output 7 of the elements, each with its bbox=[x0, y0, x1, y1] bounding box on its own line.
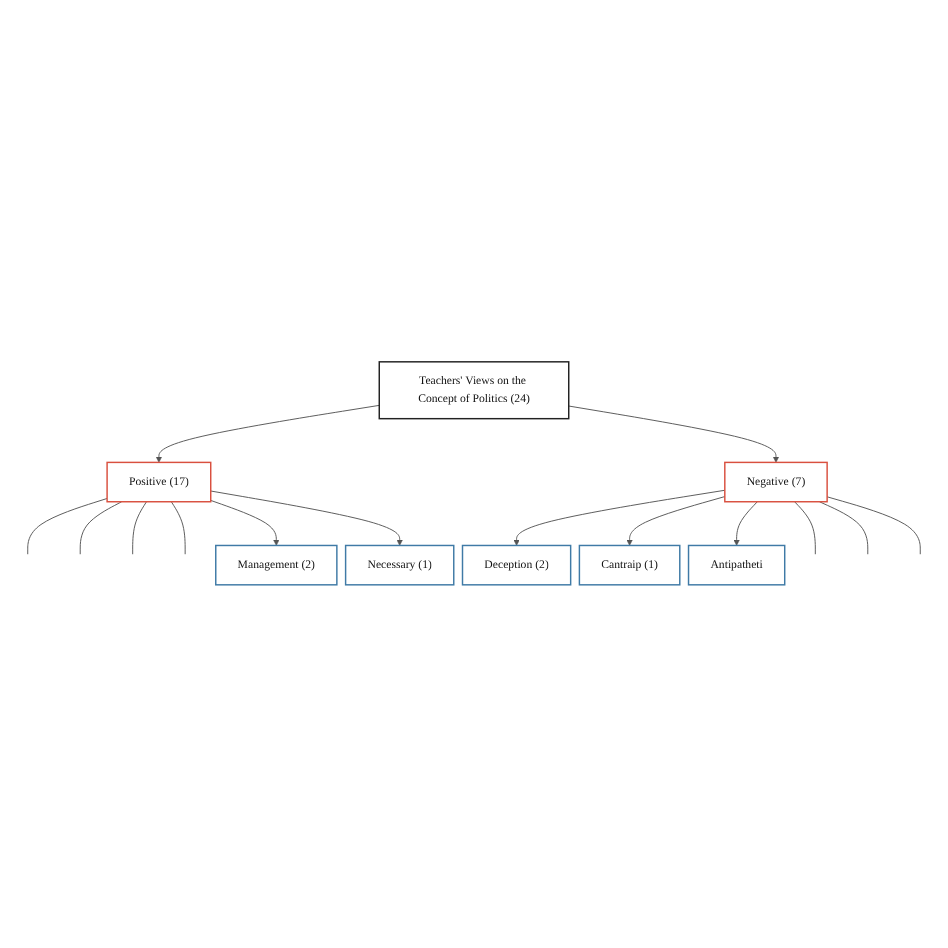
connector bbox=[826, 497, 921, 556]
connector bbox=[819, 501, 869, 556]
connector bbox=[27, 498, 108, 556]
connector bbox=[794, 501, 816, 556]
connector bbox=[79, 501, 123, 556]
connector bbox=[132, 501, 147, 556]
connector bbox=[170, 501, 186, 556]
